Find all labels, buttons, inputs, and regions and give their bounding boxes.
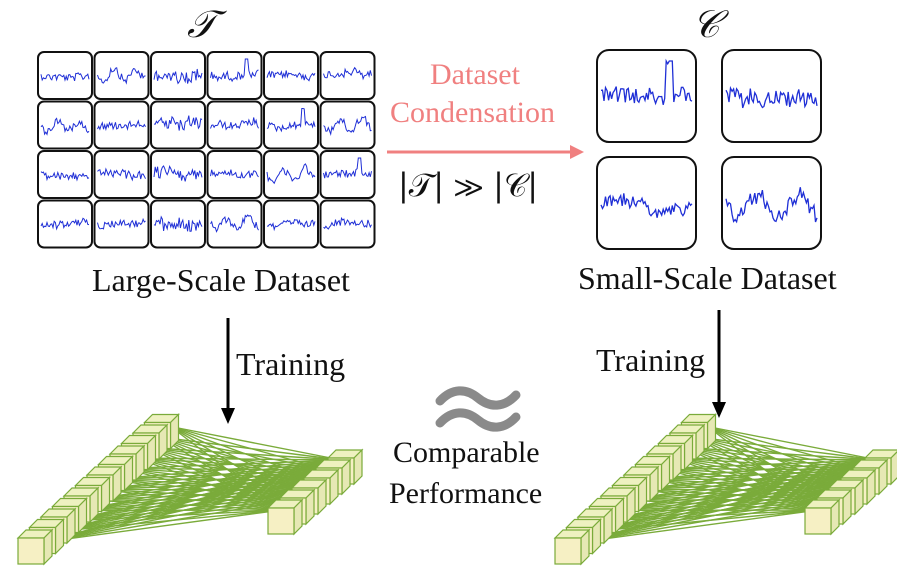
size-relation: |𝒯| ≫ |𝒞| bbox=[398, 166, 539, 204]
signal-thumbnail bbox=[263, 100, 319, 150]
comparable-label-line2: Performance bbox=[389, 477, 543, 510]
small-dataset-grid bbox=[596, 49, 822, 250]
condensation-arrow bbox=[387, 145, 584, 159]
approx-icon bbox=[435, 386, 521, 432]
comparable-label-line1: Comparable bbox=[393, 436, 540, 469]
signal-thumbnail bbox=[93, 199, 150, 249]
condensation-label-line1: Dataset bbox=[430, 58, 520, 91]
signal-thumbnail bbox=[93, 150, 150, 199]
signal-thumbnail bbox=[37, 150, 93, 199]
network-connections bbox=[580, 425, 879, 543]
signal-thumbnail bbox=[319, 150, 376, 199]
signal-thumbnail bbox=[93, 51, 150, 100]
signal-thumbnail bbox=[319, 100, 376, 150]
network-neuron bbox=[266, 498, 304, 536]
network-input-layer bbox=[16, 413, 180, 566]
network-neuron bbox=[553, 528, 591, 566]
signal-thumbnail bbox=[206, 150, 263, 199]
small-dataset-label: Small-Scale Dataset bbox=[578, 260, 837, 296]
training-arrow-left bbox=[221, 318, 235, 424]
neural-network-left bbox=[16, 413, 364, 566]
signal-thumbnail bbox=[150, 100, 206, 150]
signal-thumbnail bbox=[721, 49, 822, 143]
network-input-layer bbox=[553, 413, 717, 566]
signal-thumbnail bbox=[150, 199, 206, 249]
small-dataset-symbol: 𝒞 bbox=[692, 2, 720, 46]
signal-thumbnail bbox=[263, 199, 319, 249]
training-arrow-right bbox=[712, 310, 726, 418]
signal-thumbnail bbox=[596, 156, 697, 250]
signal-thumbnail bbox=[206, 100, 263, 150]
network-connections bbox=[43, 425, 342, 543]
network-neuron bbox=[803, 498, 841, 536]
large-dataset-label: Large-Scale Dataset bbox=[92, 262, 350, 298]
training-label-left: Training bbox=[236, 346, 346, 382]
signal-thumbnail bbox=[319, 199, 376, 249]
large-dataset-symbol: 𝒯 bbox=[187, 2, 217, 46]
training-label-right: Training bbox=[596, 342, 706, 378]
signal-thumbnail bbox=[596, 49, 697, 143]
large-dataset-grid bbox=[37, 51, 376, 249]
signal-thumbnail bbox=[37, 199, 93, 249]
signal-thumbnail bbox=[37, 100, 93, 150]
signal-thumbnail bbox=[206, 51, 263, 100]
signal-thumbnail bbox=[263, 150, 319, 199]
signal-thumbnail bbox=[206, 199, 263, 249]
network-neuron bbox=[16, 528, 54, 566]
signal-thumbnail bbox=[150, 51, 206, 100]
neural-network-right bbox=[553, 413, 897, 566]
signal-thumbnail bbox=[319, 51, 376, 100]
signal-thumbnail bbox=[93, 100, 150, 150]
signal-thumbnail bbox=[721, 156, 822, 250]
network-output-layer bbox=[803, 449, 897, 536]
condensation-label-line2: Condensation bbox=[390, 96, 555, 129]
signal-thumbnail bbox=[150, 150, 206, 199]
network-output-layer bbox=[266, 448, 364, 536]
signal-thumbnail bbox=[263, 51, 319, 100]
signal-thumbnail bbox=[37, 51, 93, 100]
